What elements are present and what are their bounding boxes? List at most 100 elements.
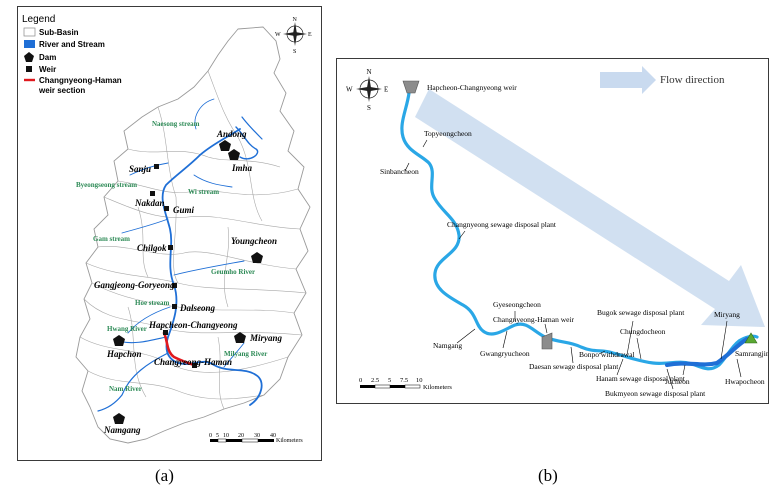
legend-label-section-2: weir section — [38, 86, 85, 95]
label-jucheon: Jucheon — [665, 377, 690, 386]
label-dalseong: Dalseong — [179, 303, 216, 313]
scale-tick: 10 — [416, 377, 423, 384]
compass-s: S — [293, 49, 296, 55]
dam-marker — [228, 149, 240, 160]
label-wi-stream: Wi stream — [188, 188, 219, 196]
label-chungdocheon: Chungdocheon — [620, 327, 666, 336]
weir-marker — [164, 206, 169, 211]
weir-marker — [172, 304, 177, 309]
label-nakdan: Nakdan — [134, 198, 165, 208]
label-andong: Andong — [216, 129, 247, 139]
sub-basin-lines — [79, 70, 307, 410]
label-hwapocheon: Hwapocheon — [725, 377, 765, 386]
legend: Legend Sub-Basin River and Stream Dam We… — [22, 14, 122, 95]
label-hwang-river: Hwang River — [107, 325, 147, 333]
scale-tick: 7.5 — [400, 377, 408, 384]
compass-n: N — [293, 17, 298, 23]
scale-unit: Kilometers — [423, 384, 452, 391]
label-gyeseongcheon: Gyeseongcheon — [493, 300, 541, 309]
label-hapchon: Hapchon — [106, 349, 142, 359]
label-changnyeong-haman-weir: Changnyeong-Haman weir — [493, 315, 575, 324]
label-namgang: Namgang — [103, 425, 141, 435]
legend-label-sub-basin: Sub-Basin — [39, 28, 79, 37]
legend-title: Legend — [22, 14, 55, 25]
scale-tick: 5 — [216, 433, 219, 439]
compass-rose-b: N S E W — [346, 68, 388, 112]
flow-direction-arrow-large — [415, 89, 765, 327]
weir-marker — [168, 245, 173, 250]
compass-rose-a: N S E W — [275, 17, 312, 55]
dam-marker — [251, 252, 263, 263]
scale-unit: Kilometers — [276, 438, 303, 444]
scale-tick: 10 — [223, 433, 229, 439]
basin-map-svg: Andong Imha Sanju Nakdan Gumi Chilgok Yo… — [22, 14, 312, 444]
compass-s: S — [367, 104, 371, 112]
panel-a-map: Andong Imha Sanju Nakdan Gumi Chilgok Yo… — [17, 6, 322, 461]
label-changyeong-haman: Changyeong-Haman — [154, 357, 232, 367]
weir-marker — [154, 164, 159, 169]
dam-marker — [234, 332, 246, 343]
legend-symbol-dam — [24, 52, 34, 62]
weir-marker — [172, 283, 177, 288]
caption-a: (a) — [155, 466, 174, 485]
scale-tick: 20 — [238, 433, 244, 439]
label-miryang: Miryang — [249, 333, 283, 343]
label-geumho-river: Geumho River — [211, 268, 255, 276]
label-gangjeong: Gangjeong-Goryeong — [94, 280, 175, 290]
hapcheon-weir-marker — [402, 80, 420, 94]
weir-markers — [150, 164, 197, 368]
compass-w: W — [275, 32, 281, 38]
scale-tick: 30 — [254, 433, 260, 439]
changnyeong-haman-section — [162, 331, 196, 367]
nakdong-river-section — [400, 91, 759, 371]
label-chilgok: Chilgok — [137, 243, 167, 253]
scale-bar-b: 0 2.5 5 7.5 10 Kilometers — [359, 377, 452, 391]
dam-markers — [113, 140, 263, 424]
label-bonpo: Bonpo withdrawal — [579, 350, 635, 359]
scale-tick: 0 — [209, 433, 212, 439]
label-sinbancheon: Sinbancheon — [380, 167, 419, 176]
legend-label-river: River and Stream — [39, 40, 105, 49]
compass-w: W — [346, 86, 353, 94]
label-samrangjin: Samrangjin — [735, 349, 768, 358]
legend-label-weir: Weir — [39, 65, 56, 74]
legend-swatch-sub-basin — [23, 27, 36, 37]
section-map-svg: Flow direction Hapcheon-Changnyeong weir… — [346, 66, 768, 398]
river-widening — [664, 336, 750, 368]
compass-e: E — [308, 32, 312, 38]
haman-weir-marker — [541, 332, 553, 350]
leader-lines — [404, 139, 742, 390]
label-gumi: Gumi — [173, 205, 195, 215]
panel-b-map: Flow direction Hapcheon-Changnyeong weir… — [336, 58, 769, 404]
label-sanju: Sanju — [129, 164, 151, 174]
label-byeongseong-stream: Byeongseong stream — [76, 181, 137, 189]
compass-e: E — [384, 86, 388, 94]
caption-b: (b) — [538, 466, 558, 485]
label-namgang: Namgang — [433, 341, 462, 350]
dam-marker — [219, 140, 231, 151]
samrangjin-marker — [744, 332, 758, 344]
label-topyeongcheon: Topyeongcheon — [424, 129, 472, 138]
weir-marker — [163, 330, 168, 335]
weir-marker — [192, 363, 197, 368]
label-gwangryucheon: Gwangryucheon — [480, 349, 530, 358]
legend-swatch-river — [24, 40, 35, 48]
dam-marker — [113, 335, 125, 346]
legend-label-dam: Dam — [39, 53, 56, 62]
label-hapcheon-weir: Hapcheon-Changnyeong weir — [427, 83, 517, 92]
scale-tick: 40 — [270, 433, 276, 439]
river-network — [97, 98, 263, 412]
dam-marker — [113, 413, 125, 424]
label-hoe-stream: Hoe stream — [135, 299, 169, 307]
flow-direction-label: Flow direction — [660, 74, 725, 86]
label-naesong-stream: Naesong stream — [152, 120, 200, 128]
weir-marker — [150, 191, 155, 196]
label-imha: Imha — [231, 163, 253, 173]
label-bukmyeon-plant: Bukmyeon sewage disposal plant — [605, 389, 706, 398]
legend-symbol-weir — [26, 66, 32, 72]
label-hanam-plant: Hanam sewage disposal plant — [596, 374, 686, 383]
label-changnyeong-plant: Changnyeong sewage disposal plant — [447, 220, 557, 229]
label-nam-river: Nam River — [109, 385, 142, 393]
label-youngcheon: Youngcheon — [231, 236, 277, 246]
label-milyang-river: Milyang River — [224, 350, 267, 358]
